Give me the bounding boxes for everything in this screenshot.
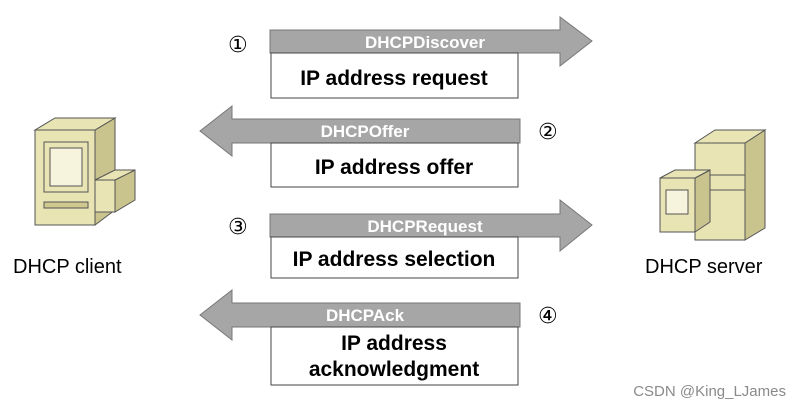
- description-box: [270, 236, 519, 279]
- step-number: ②: [538, 120, 558, 145]
- step-number: ①: [228, 33, 248, 58]
- message-offer: ② DHCPOffer IP address offer: [199, 104, 558, 188]
- message-name: DHCPOffer: [321, 122, 410, 141]
- message-name: DHCPAck: [326, 306, 405, 325]
- server-label: DHCP server: [645, 256, 763, 278]
- step-number: ③: [228, 215, 248, 240]
- description-line: IP address: [341, 332, 447, 355]
- message-name: DHCPDiscover: [365, 33, 485, 52]
- description-box: [270, 142, 519, 188]
- server-computer-icon: [659, 129, 767, 241]
- description-box: [270, 52, 519, 99]
- watermark: CSDN @King_LJames: [633, 383, 786, 400]
- description-box: [270, 326, 519, 386]
- description-line: acknowledgment: [309, 358, 479, 381]
- client-label: DHCP client: [13, 256, 122, 278]
- message-discover: ① DHCPDiscover IP address request: [228, 16, 593, 99]
- message-ack: ④ DHCPAck IP address acknowledgment: [199, 288, 558, 386]
- description-line: IP address selection: [293, 248, 496, 271]
- client-computer-icon: [33, 117, 136, 226]
- description-line: IP address request: [300, 67, 488, 90]
- step-number: ④: [538, 304, 558, 329]
- message-name: DHCPRequest: [367, 217, 483, 236]
- message-request: ③ DHCPRequest IP address selection: [228, 198, 593, 279]
- description-line: IP address offer: [315, 156, 473, 179]
